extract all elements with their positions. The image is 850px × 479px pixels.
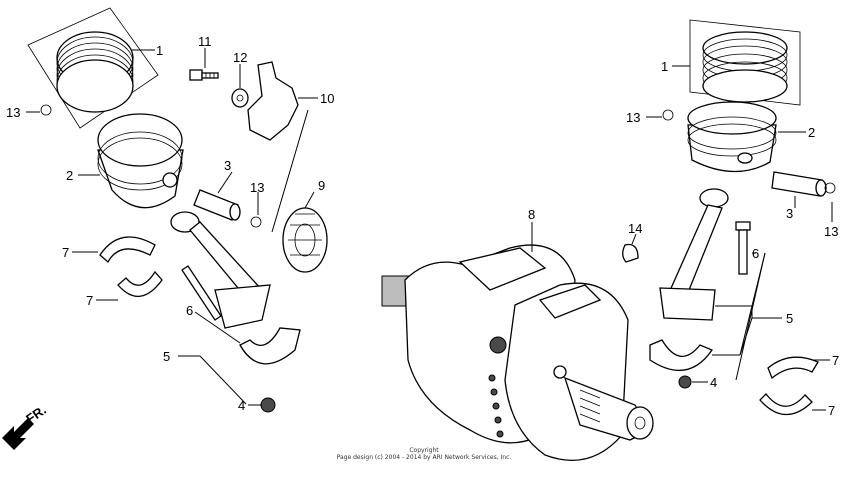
piston-rings-right[interactable] [689,19,801,106]
callout-10: 10 [320,91,334,106]
callout-13-right-top: 13 [626,110,640,125]
circlip-right-top[interactable] [662,109,674,121]
rod-bolt-left[interactable] [181,265,222,321]
callout-1-left: 1 [156,43,163,58]
callout-7-left-bottom: 7 [86,293,93,308]
piston-right[interactable] [687,101,777,173]
front-marker: FR. [2,402,49,450]
bearing-left-top[interactable] [99,236,156,264]
crankshaft-oil-holes [488,374,504,438]
callout-4-right: 4 [710,375,717,390]
callout-7-left-top: 7 [62,245,69,260]
sprocket[interactable] [282,207,328,273]
nut-left[interactable] [260,397,276,413]
bolt[interactable] [189,69,219,81]
circlip-left-top[interactable] [40,104,52,116]
callouts-left: 1 2 3 13 13 11 12 10 9 7 7 6 5 4 [6,34,334,413]
arrow-down-left-icon [2,418,34,450]
copyright-line-2: Page design (c) 2004 - 2014 by ARI Netwo… [337,454,512,461]
callout-6-right: 6 [752,246,759,261]
callout-2-right: 2 [808,125,815,140]
callout-9: 9 [318,178,325,193]
piston-pin-right[interactable] [771,171,827,197]
connecting-rod-left[interactable] [170,211,271,329]
nut-right[interactable] [678,375,692,389]
callout-12: 12 [233,50,247,65]
woodruff-key[interactable] [622,243,639,263]
callout-13-right-bottom: 13 [824,224,838,239]
lock-plate[interactable] [247,61,299,141]
washer[interactable] [231,88,249,108]
rod-cap-right[interactable] [649,339,713,372]
crankshaft[interactable] [381,244,654,461]
bearing-right-bottom[interactable] [759,393,813,416]
circlip-right-bottom[interactable] [824,182,836,194]
bearing-left-bottom[interactable] [117,270,163,297]
callout-5-right: 5 [786,311,793,326]
copyright-notice: Copyright Page design (c) 2004 - 2014 by… [337,447,512,461]
rod-bolt-right[interactable] [735,221,751,275]
callout-3-left: 3 [224,158,231,173]
callout-13-left-top: 13 [6,105,20,120]
callout-2-left: 2 [66,168,73,183]
leaders-left [26,48,318,406]
callout-13-left-bottom: 13 [250,180,264,195]
callout-11: 11 [198,34,212,49]
callout-4-left: 4 [238,398,245,413]
bearing-right-top[interactable] [767,356,819,380]
callout-7-right-top: 7 [832,353,839,368]
callout-5-left: 5 [163,349,170,364]
callout-6-left: 6 [186,303,193,318]
piston-pin-left[interactable] [193,189,241,221]
callout-14: 14 [628,221,642,236]
rod-cap-left[interactable] [239,327,301,365]
circlip-left-bottom[interactable] [250,216,262,228]
connecting-rod-right[interactable] [659,188,729,321]
callout-1-right: 1 [661,59,668,74]
callouts-right: 1 2 3 13 13 14 6 5 4 7 7 [626,59,839,418]
piston-left[interactable] [97,113,184,209]
leaders-right [631,65,833,411]
callout-3-right: 3 [786,206,793,221]
callout-8: 8 [528,207,535,222]
piston-rings-left[interactable] [27,7,159,129]
crankshaft-spline [579,389,601,423]
copyright-line-1: Copyright [409,447,439,454]
callout-7-right-bottom: 7 [828,403,835,418]
